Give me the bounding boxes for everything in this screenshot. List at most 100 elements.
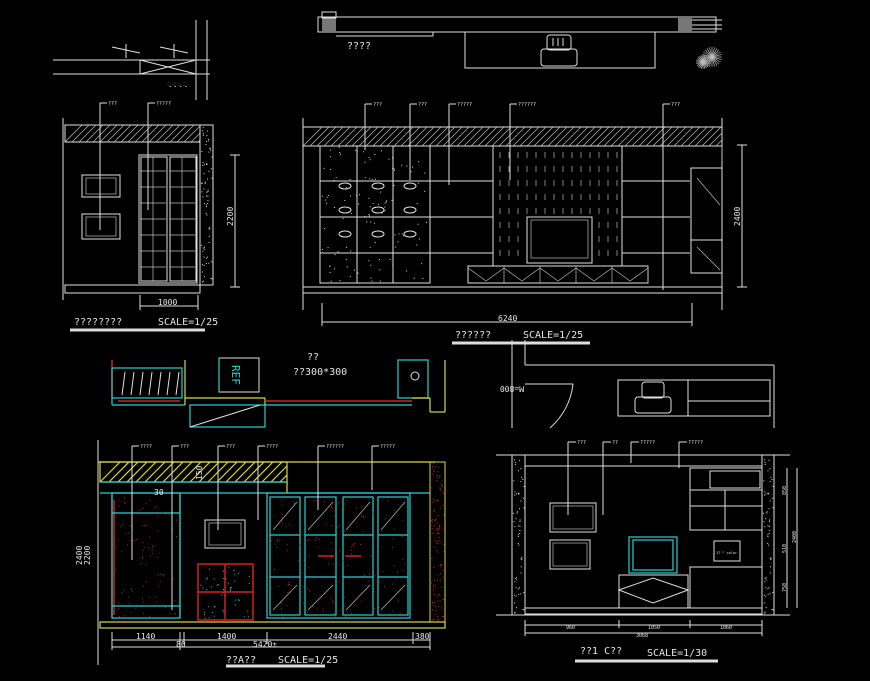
speckle [432, 585, 434, 587]
drawer-mark [503, 267, 541, 282]
plant-stroke [711, 49, 720, 58]
speckle [332, 601, 334, 603]
hatch-line [365, 126, 386, 147]
hatch-line [337, 126, 358, 147]
speckle [517, 534, 519, 536]
glass-glint [345, 501, 371, 531]
drawing-scale: SCALE=1/30 [647, 648, 707, 659]
speckle [434, 500, 436, 502]
speckle [282, 513, 284, 515]
speckle [764, 463, 766, 465]
speckle [164, 606, 166, 608]
speckle [521, 559, 523, 561]
speckle [514, 526, 516, 528]
speckle [330, 169, 332, 171]
speckle [207, 203, 209, 205]
speckle [205, 257, 207, 259]
rack-slat [139, 371, 144, 396]
plan-top-middle: ???? [317, 11, 722, 69]
speckle [388, 158, 390, 160]
speckle [432, 473, 434, 475]
speckle [293, 615, 295, 617]
speckle [168, 514, 170, 516]
speckle [374, 241, 376, 243]
speckle [142, 507, 144, 509]
hatch-line [323, 126, 344, 147]
speckle [148, 596, 150, 598]
hatch-line [435, 126, 456, 147]
speckle [436, 532, 438, 534]
hatch-line [505, 126, 526, 147]
speckle [522, 497, 524, 499]
plant-stroke [703, 51, 713, 58]
dim-value: 380 [415, 632, 430, 641]
speckle [349, 195, 351, 197]
plan-right: M=800 [500, 340, 775, 429]
speckle [332, 585, 334, 587]
speckle [306, 525, 308, 527]
speckle [163, 575, 165, 577]
speckle [217, 584, 219, 586]
speckle [364, 585, 366, 587]
plant-stroke [711, 56, 720, 65]
speckle [771, 479, 773, 481]
hatch-line [687, 126, 708, 147]
speckle [297, 560, 299, 562]
speckle [134, 539, 136, 541]
dim-value: 1050 [648, 625, 660, 631]
bowl-icon [371, 182, 385, 190]
speckle [397, 600, 399, 602]
speckle [368, 573, 370, 575]
speckle [205, 212, 207, 214]
hatch-line [701, 126, 722, 147]
speckle [349, 276, 351, 278]
speckle [393, 168, 395, 170]
speckle [202, 247, 204, 249]
speckle [404, 563, 406, 565]
glass-door [304, 496, 337, 616]
speckle [397, 241, 399, 243]
speckle [421, 263, 423, 265]
hatch-line [407, 126, 428, 147]
speckle [227, 583, 229, 585]
drawing-scale: SCALE=1/25 [278, 655, 338, 666]
speckle [373, 573, 375, 575]
speckle [329, 149, 331, 151]
speckle [439, 489, 441, 491]
speckle [201, 183, 203, 185]
speckle [358, 194, 360, 196]
dim-value: 1140 [136, 632, 155, 641]
speckle [293, 501, 295, 503]
hatch-line [610, 126, 631, 147]
speckle [313, 499, 315, 501]
speckle [515, 595, 517, 597]
speckle [441, 607, 443, 609]
hatch-line [498, 126, 519, 147]
speckle [325, 523, 327, 525]
speckle [321, 195, 323, 197]
speckle [770, 476, 772, 478]
speckle [207, 189, 209, 191]
speckle [351, 553, 353, 555]
speckle [206, 135, 208, 137]
speckle [353, 545, 355, 547]
speckle [349, 178, 351, 180]
speckle [202, 587, 204, 589]
speckle [433, 463, 435, 465]
speckle [288, 523, 290, 525]
speckle [301, 572, 303, 574]
speckle [306, 611, 308, 613]
speckle [222, 592, 224, 594]
speckle [433, 618, 435, 620]
dim-height: 750 [782, 583, 788, 592]
plan-label: ???? [347, 41, 371, 52]
speckle [763, 521, 765, 523]
speckle [519, 532, 521, 534]
hatch-line [261, 461, 283, 483]
speckle [513, 602, 515, 604]
speckle [124, 615, 126, 617]
hatch-line [71, 124, 90, 143]
speckle [142, 557, 144, 559]
speckle [382, 570, 384, 572]
plant-icon [696, 47, 722, 69]
